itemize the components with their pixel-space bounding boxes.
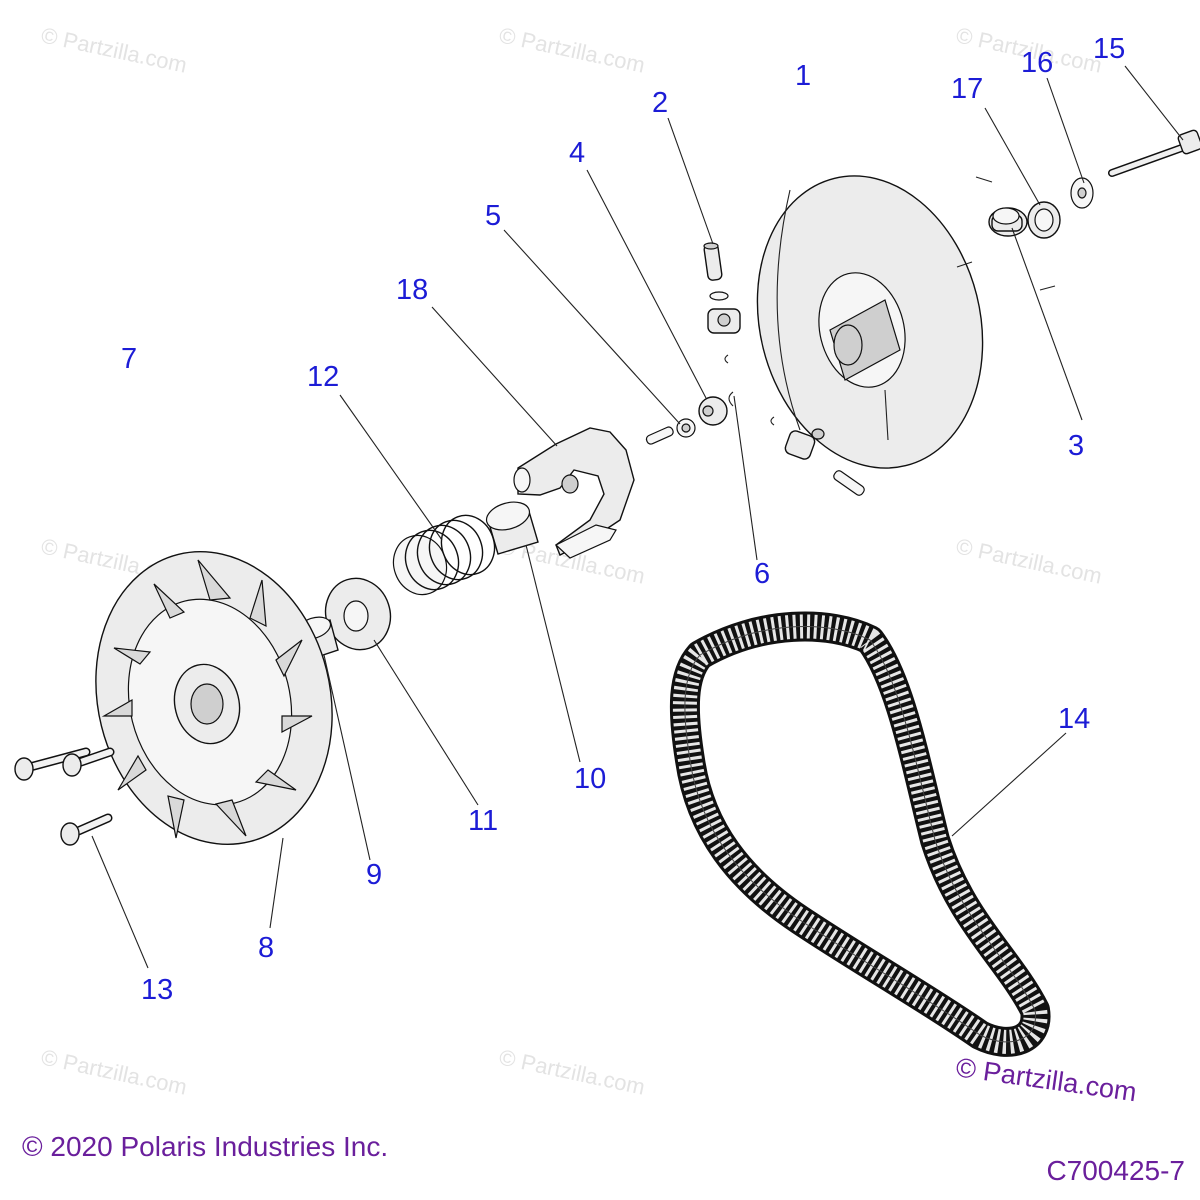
roller-part-4	[698, 396, 728, 426]
washer-part-16	[1070, 177, 1094, 209]
watermark-faint: © Partzilla.com	[39, 22, 189, 77]
callout-10: 10	[574, 763, 606, 795]
callout-5: 5	[485, 200, 501, 232]
spring-seat-part-11	[324, 577, 392, 651]
pin-part	[703, 242, 723, 281]
callout-16: 16	[1021, 47, 1053, 79]
callout-14: 14	[1058, 703, 1090, 735]
drive-belt-part-14	[669, 611, 1051, 1057]
callout-8: 8	[258, 932, 274, 964]
watermark-faint: © Partzilla.com	[39, 1044, 189, 1099]
bushing-part-3	[988, 207, 1083, 421]
callout-1: 1	[795, 60, 811, 92]
callout-6: 6	[754, 558, 770, 590]
callout-11: 11	[468, 805, 498, 837]
roller-parts	[707, 291, 865, 496]
callout-3: 3	[1068, 430, 1084, 462]
cam-arm-part-18	[513, 427, 635, 559]
bolt-parts-13	[14, 747, 115, 846]
callout-2: 2	[652, 87, 668, 119]
callout-layer: 1 2 3 4 5 6 7 8 9 10 11 12 13 14 15 16 1…	[121, 33, 1125, 1006]
pin-small	[645, 426, 674, 445]
movable-sheave-part-8	[95, 550, 333, 846]
callout-15: 15	[1093, 33, 1125, 65]
leader-lines	[91, 65, 1184, 969]
callout-17: 17	[951, 73, 983, 105]
spring-part-12	[392, 514, 496, 596]
copyright-notice: © 2020 Polaris Industries Inc.	[22, 1131, 388, 1162]
dowel-pins	[956, 176, 1056, 291]
washer-part-17	[1027, 201, 1061, 239]
callout-12: 12	[307, 361, 339, 393]
watermark-faint: © Partzilla.com	[954, 533, 1104, 588]
callout-7: 7	[121, 343, 137, 375]
callout-9: 9	[366, 859, 382, 891]
watermark-faint: © Partzilla.com	[497, 22, 647, 77]
watermark-main: © Partzilla.com	[954, 1052, 1138, 1107]
callout-18: 18	[396, 274, 428, 306]
fixed-sheave-part	[756, 175, 984, 469]
callout-13: 13	[141, 974, 173, 1006]
washer-part-5	[676, 418, 696, 438]
callout-4: 4	[569, 137, 585, 169]
watermark-faint: © Partzilla.com	[497, 1044, 647, 1099]
bolt-part-15	[1108, 129, 1200, 177]
figure-code: C700425-7	[1046, 1155, 1185, 1186]
